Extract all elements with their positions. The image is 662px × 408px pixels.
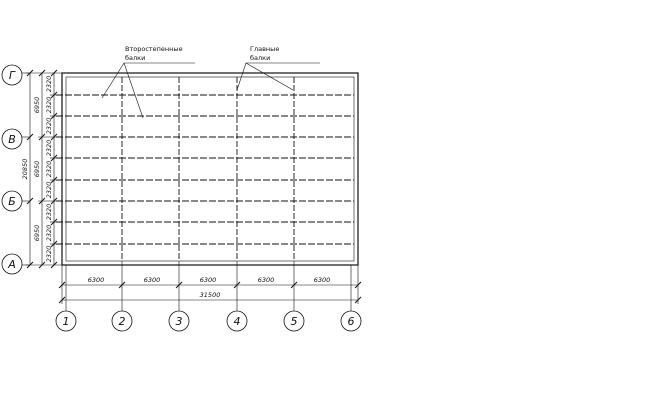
span-dim-tick-5 — [290, 281, 298, 289]
row-axis-label-4: А — [7, 258, 16, 271]
total-dim-tick-1 — [58, 296, 66, 304]
note-main-beams-line2: балки — [250, 54, 270, 62]
dimension-ticks — [26, 69, 362, 304]
sub-bay-tick-8 — [50, 218, 58, 226]
row-axis-lines — [22, 72, 30, 266]
total-height-tick-3 — [26, 197, 34, 205]
sub-dim-bot-1: 2320 — [45, 204, 53, 221]
sub-dim-bot-2: 2320 — [45, 225, 53, 242]
span-dim-tick-6 — [354, 281, 362, 289]
sub-bay-tick-10 — [50, 261, 58, 269]
bay-dim-middle: 6950 — [33, 161, 41, 178]
sub-bay-tick-1 — [50, 69, 58, 77]
column-axis-label-4: 4 — [234, 315, 241, 328]
vertical-dimension-lines — [26, 72, 62, 266]
row-axis-label-3: Б — [8, 195, 16, 208]
column-axis-bubble-2 — [111, 310, 133, 332]
column-axis-label-2: 2 — [119, 315, 126, 328]
column-axis-label-5: 5 — [291, 315, 298, 328]
span-dim-4: 6300 — [258, 276, 275, 284]
column-axis-bubbles: 1 2 3 4 5 6 — [55, 310, 362, 332]
bay-dim-bottom: 6950 — [33, 225, 41, 242]
row-axis-bubbles: Г В Б А — [1, 64, 23, 275]
column-axis-bubble-1 — [55, 310, 77, 332]
span-dim-2: 6300 — [144, 276, 161, 284]
sub-bay-tick-7 — [50, 197, 58, 205]
total-dim-tick-2 — [354, 296, 362, 304]
span-dim-tick-4 — [233, 281, 241, 289]
sub-dim-mid-1: 2320 — [45, 140, 53, 157]
row-axis-bubble-4 — [1, 253, 23, 275]
span-dim-3: 6300 — [200, 276, 217, 284]
column-axis-lines — [65, 261, 352, 311]
sub-dim-top-2: 2320 — [45, 97, 53, 114]
span-dim-tick-3 — [175, 281, 183, 289]
bay-tick-2 — [38, 133, 46, 141]
column-axis-label-1: 1 — [63, 315, 70, 328]
column-axis-bubble-5 — [283, 310, 305, 332]
sub-bay-tick-4 — [50, 133, 58, 141]
note-leaders — [101, 62, 320, 119]
total-length-dim: 31500 — [200, 291, 221, 299]
sub-bay-tick-2 — [50, 91, 58, 99]
row-axis-bubble-3 — [1, 190, 23, 212]
note-secondary-beams-line1: Второстепенные — [125, 45, 183, 53]
span-dim-5: 6300 — [314, 276, 331, 284]
sub-bay-tick-6 — [50, 176, 58, 184]
sub-bay-tick-5 — [50, 154, 58, 162]
column-axis-label-3: 3 — [176, 315, 183, 328]
total-height-tick-1 — [26, 69, 34, 77]
main-beams — [121, 77, 295, 261]
column-axis-bubble-4 — [226, 310, 248, 332]
sub-dim-top-3: 2320 — [45, 118, 53, 135]
total-height-tick-2 — [26, 133, 34, 141]
row-axis-bubble-1 — [1, 64, 23, 86]
bay-dim-top: 6950 — [33, 97, 41, 114]
span-dim-tick-1 — [58, 281, 66, 289]
column-axis-label-6: 6 — [348, 315, 355, 328]
slab-outline — [61, 72, 359, 266]
bay-tick-1 — [38, 69, 46, 77]
sub-dim-bot-3: 2320 — [45, 246, 53, 263]
secondary-beams — [56, 94, 354, 245]
note-main-beams-line1: Главные — [250, 45, 279, 53]
span-dim-1: 6300 — [88, 276, 105, 284]
sub-dim-top-1: 2320 — [45, 76, 53, 93]
sub-dim-mid-3: 2320 — [45, 182, 53, 199]
span-dim-tick-2 — [118, 281, 126, 289]
bay-tick-4 — [38, 261, 46, 269]
total-height-tick-4 — [26, 261, 34, 269]
total-height-dim: 20850 — [21, 159, 29, 180]
row-axis-label-1: Г — [9, 69, 16, 82]
column-axis-bubble-3 — [168, 310, 190, 332]
row-axis-bubble-2 — [1, 128, 23, 150]
column-axis-bubble-6 — [340, 310, 362, 332]
bay-tick-3 — [38, 197, 46, 205]
sub-bay-tick-3 — [50, 112, 58, 120]
note-secondary-beams-line2: балки — [125, 54, 145, 62]
sub-bay-tick-9 — [50, 240, 58, 248]
sub-dim-mid-2: 2320 — [45, 161, 53, 178]
row-axis-label-2: В — [8, 133, 16, 146]
